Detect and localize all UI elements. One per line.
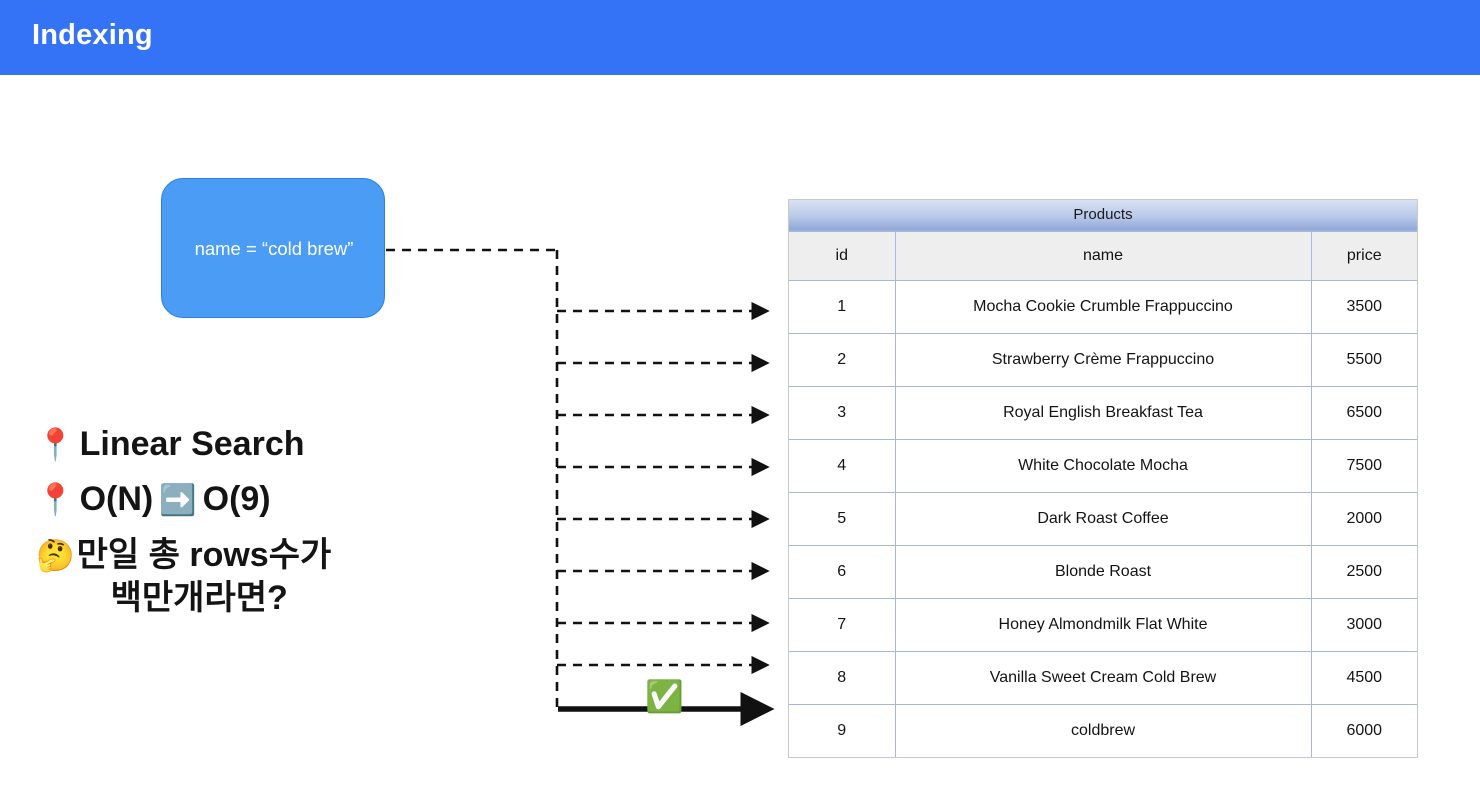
cell-price: 6000: [1310, 704, 1417, 757]
cell-id: 2: [789, 333, 896, 387]
table-title: Products: [789, 200, 1417, 231]
cell-name: Vanilla Sweet Cream Cold Brew: [894, 651, 1312, 705]
cell-name: Blonde Roast: [894, 545, 1312, 599]
cell-id: 4: [789, 439, 896, 493]
scan-branch-arrows: [557, 301, 770, 675]
table-row: 5 Dark Roast Coffee 2000: [789, 492, 1417, 546]
right-arrow-icon: ➡️: [159, 483, 197, 519]
bullet-text-complexity-after: O(9): [202, 480, 271, 519]
pushpin-icon: 📍: [36, 427, 75, 463]
thinking-face-icon: 🤔: [36, 537, 75, 574]
query-condition-box: name = “cold brew”: [161, 178, 385, 318]
list-item: 📍 O(N) ➡️ O(9): [36, 479, 456, 520]
bullet-text-linear-search: Linear Search: [79, 425, 305, 463]
cell-price: 2000: [1310, 492, 1417, 546]
products-table: Products id name price 1 Mocha Cookie Cr…: [788, 199, 1418, 758]
cell-name: Strawberry Crème Frappuccino: [894, 333, 1312, 387]
table-row: 2 Strawberry Crème Frappuccino 5500: [789, 333, 1417, 387]
cell-price: 7500: [1310, 439, 1417, 493]
page-title: Indexing: [32, 19, 153, 51]
column-header-name: name: [894, 231, 1312, 281]
pushpin-icon: 📍: [36, 482, 75, 519]
cell-price: 3000: [1310, 598, 1417, 652]
table-body: 1 Mocha Cookie Crumble Frappuccino 3500 …: [789, 280, 1417, 757]
cell-id: 9: [789, 704, 896, 757]
cell-name: Royal English Breakfast Tea: [894, 386, 1312, 440]
cell-name: Dark Roast Coffee: [894, 492, 1312, 546]
bullet-text-question-line1: 만일 총 rows수가: [76, 535, 332, 574]
table-row: 3 Royal English Breakfast Tea 6500: [789, 386, 1417, 440]
cell-id: 8: [789, 651, 896, 705]
cell-price: 4500: [1310, 651, 1417, 705]
query-condition-label: name = “cold brew”: [194, 238, 354, 259]
cell-name: coldbrew: [894, 704, 1312, 757]
table-row: 7 Honey Almondmilk Flat White 3000: [789, 598, 1417, 652]
cell-id: 7: [789, 598, 896, 652]
column-header-price: price: [1310, 231, 1417, 281]
cell-id: 3: [789, 386, 896, 440]
bullet-text-question-line2: 백만개라면?: [110, 579, 288, 618]
cell-price: 2500: [1310, 545, 1417, 599]
cell-price: 5500: [1310, 333, 1417, 387]
table-header-row: id name price: [789, 231, 1417, 281]
table-row: 6 Blonde Roast 2500: [789, 545, 1417, 599]
column-header-id: id: [789, 231, 896, 281]
cell-id: 1: [789, 280, 896, 334]
cell-price: 6500: [1310, 386, 1417, 440]
table-row: 4 White Chocolate Mocha 7500: [789, 439, 1417, 493]
table-row: 9 coldbrew 6000: [789, 704, 1417, 757]
check-mark-button-icon: ✅: [645, 679, 684, 715]
cell-name: White Chocolate Mocha: [894, 439, 1312, 493]
cell-price: 3500: [1310, 280, 1417, 334]
cell-name: Mocha Cookie Crumble Frappuccino: [894, 280, 1312, 334]
table-row: 1 Mocha Cookie Crumble Frappuccino 3500: [789, 280, 1417, 334]
bullet-text-complexity-before: O(N): [79, 480, 154, 519]
header-bar: Indexing: [0, 0, 1480, 75]
list-item: 📍 Linear Search: [36, 424, 456, 465]
bullet-list: 📍 Linear Search 📍 O(N) ➡️ O(9) 🤔 만일 총 ro…: [36, 424, 456, 634]
cell-id: 5: [789, 492, 896, 546]
cell-name: Honey Almondmilk Flat White: [894, 598, 1312, 652]
cell-id: 6: [789, 545, 896, 599]
list-item: 🤔 만일 총 rows수가 백만개라면?: [36, 535, 456, 620]
table-row: 8 Vanilla Sweet Cream Cold Brew 4500: [789, 651, 1417, 705]
